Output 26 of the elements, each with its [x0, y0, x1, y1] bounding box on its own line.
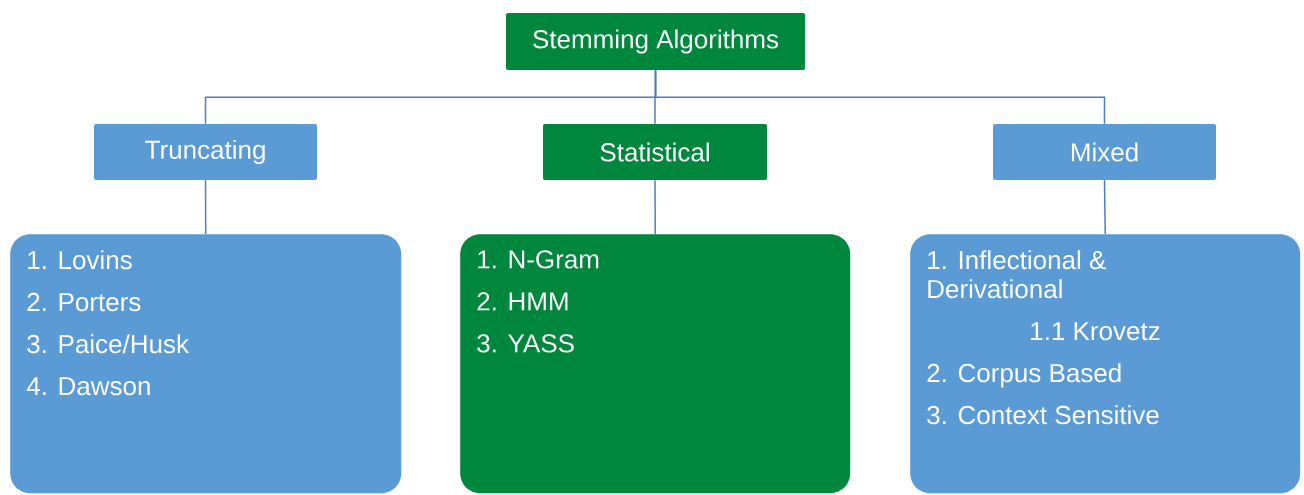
category-label: Statistical: [600, 142, 709, 162]
category-box: [993, 124, 1216, 180]
list-box: [460, 234, 851, 494]
list-item: 3. YASS: [477, 334, 574, 353]
list-item: 2. Porters: [27, 292, 141, 312]
category-label: Truncating: [145, 139, 265, 165]
connector-line: [204, 179, 207, 235]
category-box: [94, 124, 317, 180]
list-item: 3. Context Sensitive: [927, 405, 1159, 425]
list-item: 2. Corpus Based: [927, 363, 1121, 388]
list-box: [10, 234, 402, 494]
list-item: 4. Dawson: [26, 377, 150, 396]
category-box: [543, 124, 767, 180]
list-item: 1. Lovins: [28, 250, 132, 270]
category-box: [506, 13, 805, 70]
connector-line: [654, 179, 656, 235]
list-box: [910, 234, 1301, 494]
list-item: 2. HMM: [477, 292, 568, 311]
list-item: 3. Paice/Husk: [27, 334, 190, 354]
connector-line: [1103, 179, 1106, 235]
category-label: Mixed: [1071, 142, 1138, 162]
list-item: 1. N-Gram: [478, 250, 599, 269]
connector-line: [654, 69, 1106, 125]
list-item: 1.1 Krovetz: [1031, 322, 1160, 341]
list-item: 1. Inflectional & Derivational: [928, 250, 1106, 299]
category-label: Stemming Algorithms: [533, 29, 779, 54]
